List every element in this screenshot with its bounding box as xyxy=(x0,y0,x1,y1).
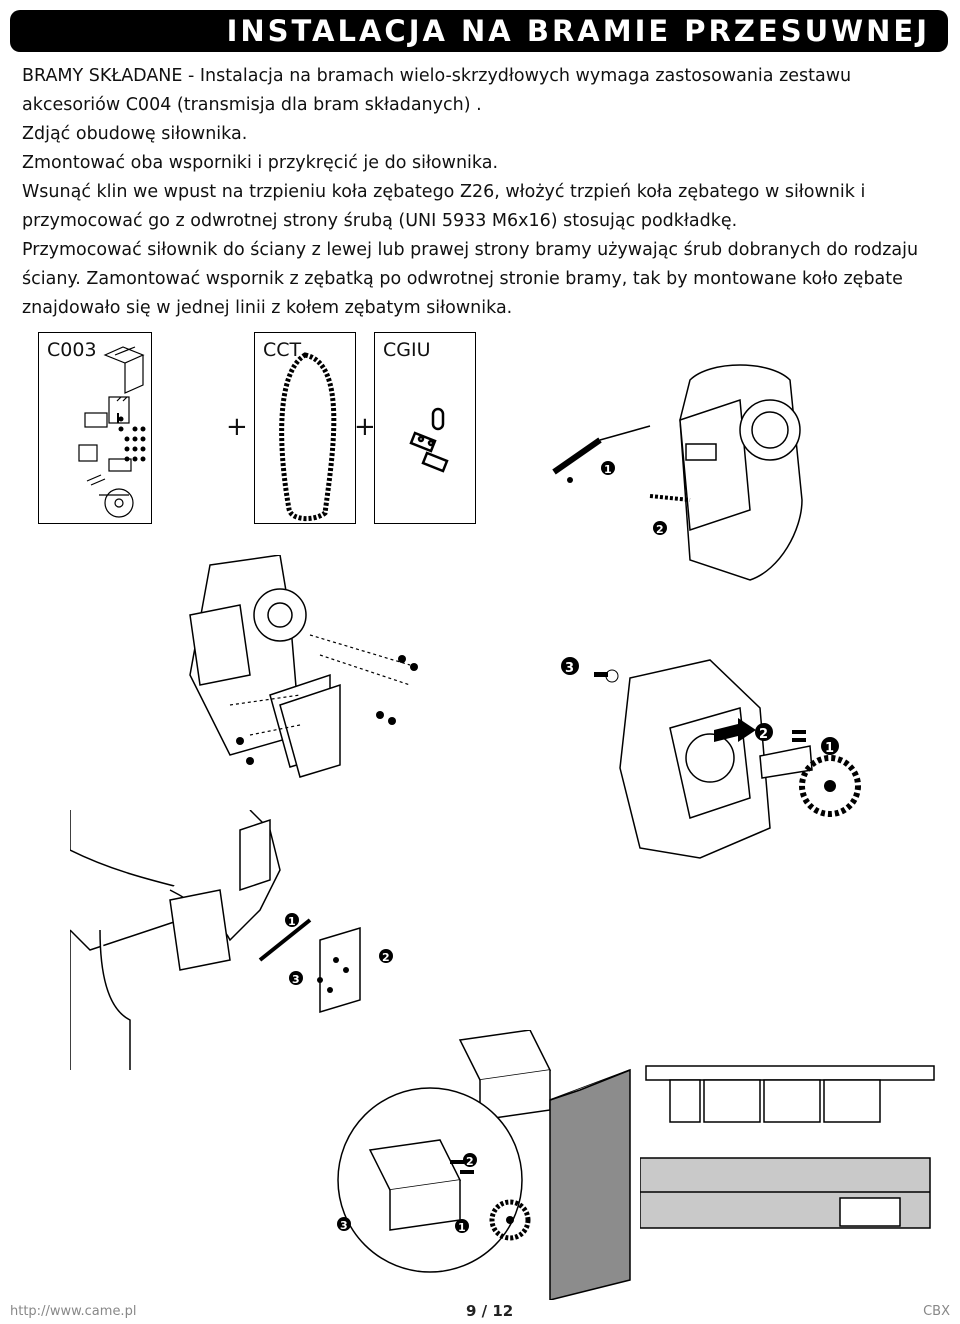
page-footer: http://www.came.pl 9 / 12 CBX xyxy=(0,1302,960,1324)
kit-label: C003 xyxy=(47,339,97,361)
footer-url[interactable]: http://www.came.pl xyxy=(10,1304,137,1319)
page-number: 9 / 12 xyxy=(466,1302,514,1320)
step-number: 1 xyxy=(604,463,612,476)
plus-sign: + xyxy=(354,412,376,442)
kit-box-cgiu: CGIU xyxy=(374,332,476,524)
step-number: 1 xyxy=(458,1221,466,1234)
cover-removal-illustration: 1 2 xyxy=(552,364,803,581)
step-number: 1 xyxy=(288,915,296,928)
step-marker xyxy=(337,1217,351,1231)
paragraph-folding-gates: BRAMY SKŁADANE - Instalacja na bramach w… xyxy=(22,66,852,115)
chain-illustration xyxy=(279,352,337,521)
opposite-bracket-illustration: 2 3 1 xyxy=(337,1030,631,1300)
step-marker xyxy=(601,461,615,475)
bracket-mounting-illustration xyxy=(189,555,418,778)
pinion-installation-illustration: 3 2 1 xyxy=(561,657,861,859)
chain-link-illustration xyxy=(409,407,449,473)
folding-gate-overview-illustration xyxy=(640,1065,935,1229)
step-marker xyxy=(463,1153,477,1167)
kit-label: CGIU xyxy=(383,339,431,361)
paragraph-mount-brackets: Zmontować oba wsporniki i przykręcić je … xyxy=(22,153,499,173)
step-number: 3 xyxy=(292,973,300,986)
step-number: 2 xyxy=(656,523,664,536)
kit-label: CCT xyxy=(263,339,302,361)
kit-box-cct: CCT xyxy=(254,332,356,524)
step-number: 2 xyxy=(759,727,768,742)
step-marker xyxy=(821,737,839,755)
step-marker xyxy=(455,1219,469,1233)
wall-mounting-illustration: 1 2 3 xyxy=(70,810,393,1070)
step-number: 2 xyxy=(466,1155,474,1168)
step-marker xyxy=(289,971,303,985)
plus-sign: + xyxy=(226,412,248,442)
product-code: CBX xyxy=(923,1304,950,1319)
step-marker xyxy=(755,723,773,741)
step-number: 2 xyxy=(382,951,390,964)
step-marker xyxy=(379,949,393,963)
step-number: 1 xyxy=(825,741,834,756)
step-number: 3 xyxy=(565,661,574,676)
instructions-text: BRAMY SKŁADANE - Instalacja na bramach w… xyxy=(22,62,942,323)
step-marker xyxy=(285,913,299,927)
step-number: 3 xyxy=(340,1219,348,1232)
page-title: INSTALACJA NA BRAMIE PRZESUWNEJ xyxy=(226,14,930,48)
step-marker xyxy=(561,657,579,675)
kit-box-c003: C003 xyxy=(38,332,152,524)
paragraph-fix-operator: Przymocować siłownik do ściany z lewej l… xyxy=(22,240,919,318)
step-marker xyxy=(653,521,667,535)
title-banner: INSTALACJA NA BRAMIE PRZESUWNEJ xyxy=(10,10,948,52)
paragraph-remove-cover: Zdjąć obudowę siłownika. xyxy=(22,124,248,144)
paragraph-insert-key: Wsunąć klin we wpust na trzpieniu koła z… xyxy=(22,182,866,231)
accessory-kits: C003 + CCT xyxy=(38,332,376,524)
bracket-kit-illustration xyxy=(78,346,146,518)
